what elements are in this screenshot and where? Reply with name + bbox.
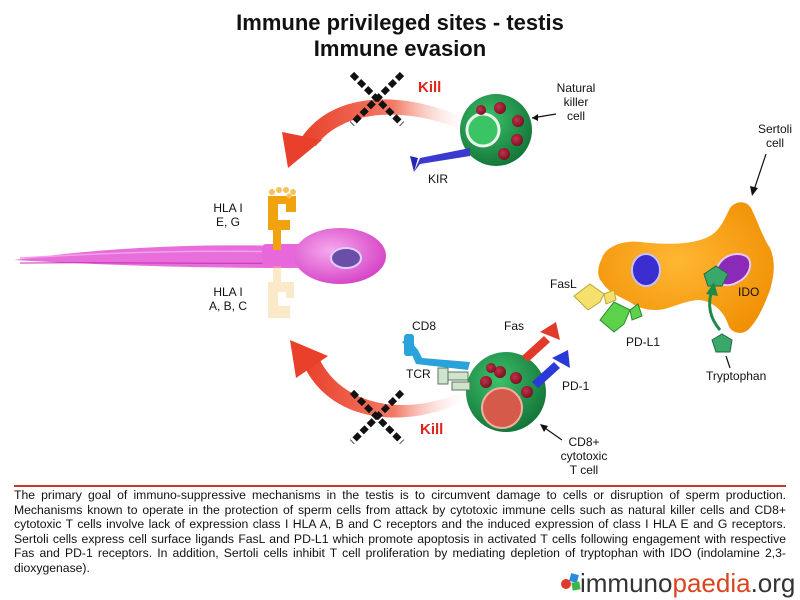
sertoli-pointer — [753, 153, 767, 191]
nk-label-3: cell — [567, 109, 585, 123]
ctl-label-2: cytotoxic — [561, 449, 608, 463]
sertoli-label-2: cell — [766, 136, 784, 150]
natural-killer-cell — [460, 94, 532, 166]
kill-arrow-bottom — [290, 340, 468, 418]
pd1-label: PD-1 — [562, 379, 590, 393]
hla-eg-receptor — [268, 187, 296, 250]
block-cross-bottom-icon — [349, 389, 405, 445]
ctl-label-3: T cell — [570, 463, 598, 477]
ido-label: IDO — [738, 285, 759, 299]
logo-mark-icon — [561, 573, 581, 591]
pdl1-ligand — [599, 301, 643, 333]
title-line-1: Immune privileged sites - testis — [236, 10, 564, 35]
kir-receptor — [410, 148, 470, 172]
cd8-receptor — [402, 334, 470, 370]
tryptophan-label: Tryptophan — [706, 369, 766, 383]
pd1-receptor — [532, 350, 570, 388]
kill-label-bottom: Kill — [420, 421, 443, 438]
sertoli-cell — [598, 202, 774, 333]
sperm-cell — [14, 228, 386, 284]
fasl-ligand — [573, 283, 617, 311]
pdl1-label: PD-L1 — [626, 335, 660, 349]
kir-label: KIR — [428, 172, 448, 186]
immunopaedia-logo: immunopaedia.org — [560, 568, 795, 598]
nk-label-1: Natural — [557, 81, 596, 95]
cytotoxic-t-cell — [466, 352, 546, 432]
kill-arrow-top — [282, 99, 470, 168]
tryptophan-molecule — [711, 333, 733, 353]
sertoli-label-1: Sertoli — [758, 122, 792, 136]
caption-divider — [14, 485, 786, 487]
logo-part-1: immuno — [580, 568, 673, 598]
title-line-2: Immune evasion — [313, 36, 487, 61]
hla-eg-label-1: HLA I — [213, 201, 242, 215]
cd8-label: CD8 — [412, 319, 436, 333]
caption-text: The primary goal of immuno-suppressive m… — [14, 488, 786, 575]
hla-eg-label-2: E, G — [216, 215, 240, 229]
logo-part-3: .org — [750, 568, 796, 598]
block-cross-top-icon — [349, 71, 405, 127]
hla-abc-label-2: A, B, C — [209, 299, 247, 313]
kill-label-top: Kill — [418, 79, 441, 96]
logo-part-2: paedia — [672, 568, 751, 598]
hla-abc-label-1: HLA I — [213, 285, 242, 299]
nk-label-2: killer — [564, 95, 589, 109]
fasl-label: FasL — [550, 277, 577, 291]
tcr-label: TCR — [406, 367, 431, 381]
ctl-label-1: CD8+ — [568, 435, 599, 449]
tcr-receptor — [437, 367, 471, 391]
hla-abc-receptor-absent — [268, 266, 294, 318]
fas-receptor — [522, 322, 560, 362]
fas-label: Fas — [504, 319, 524, 333]
